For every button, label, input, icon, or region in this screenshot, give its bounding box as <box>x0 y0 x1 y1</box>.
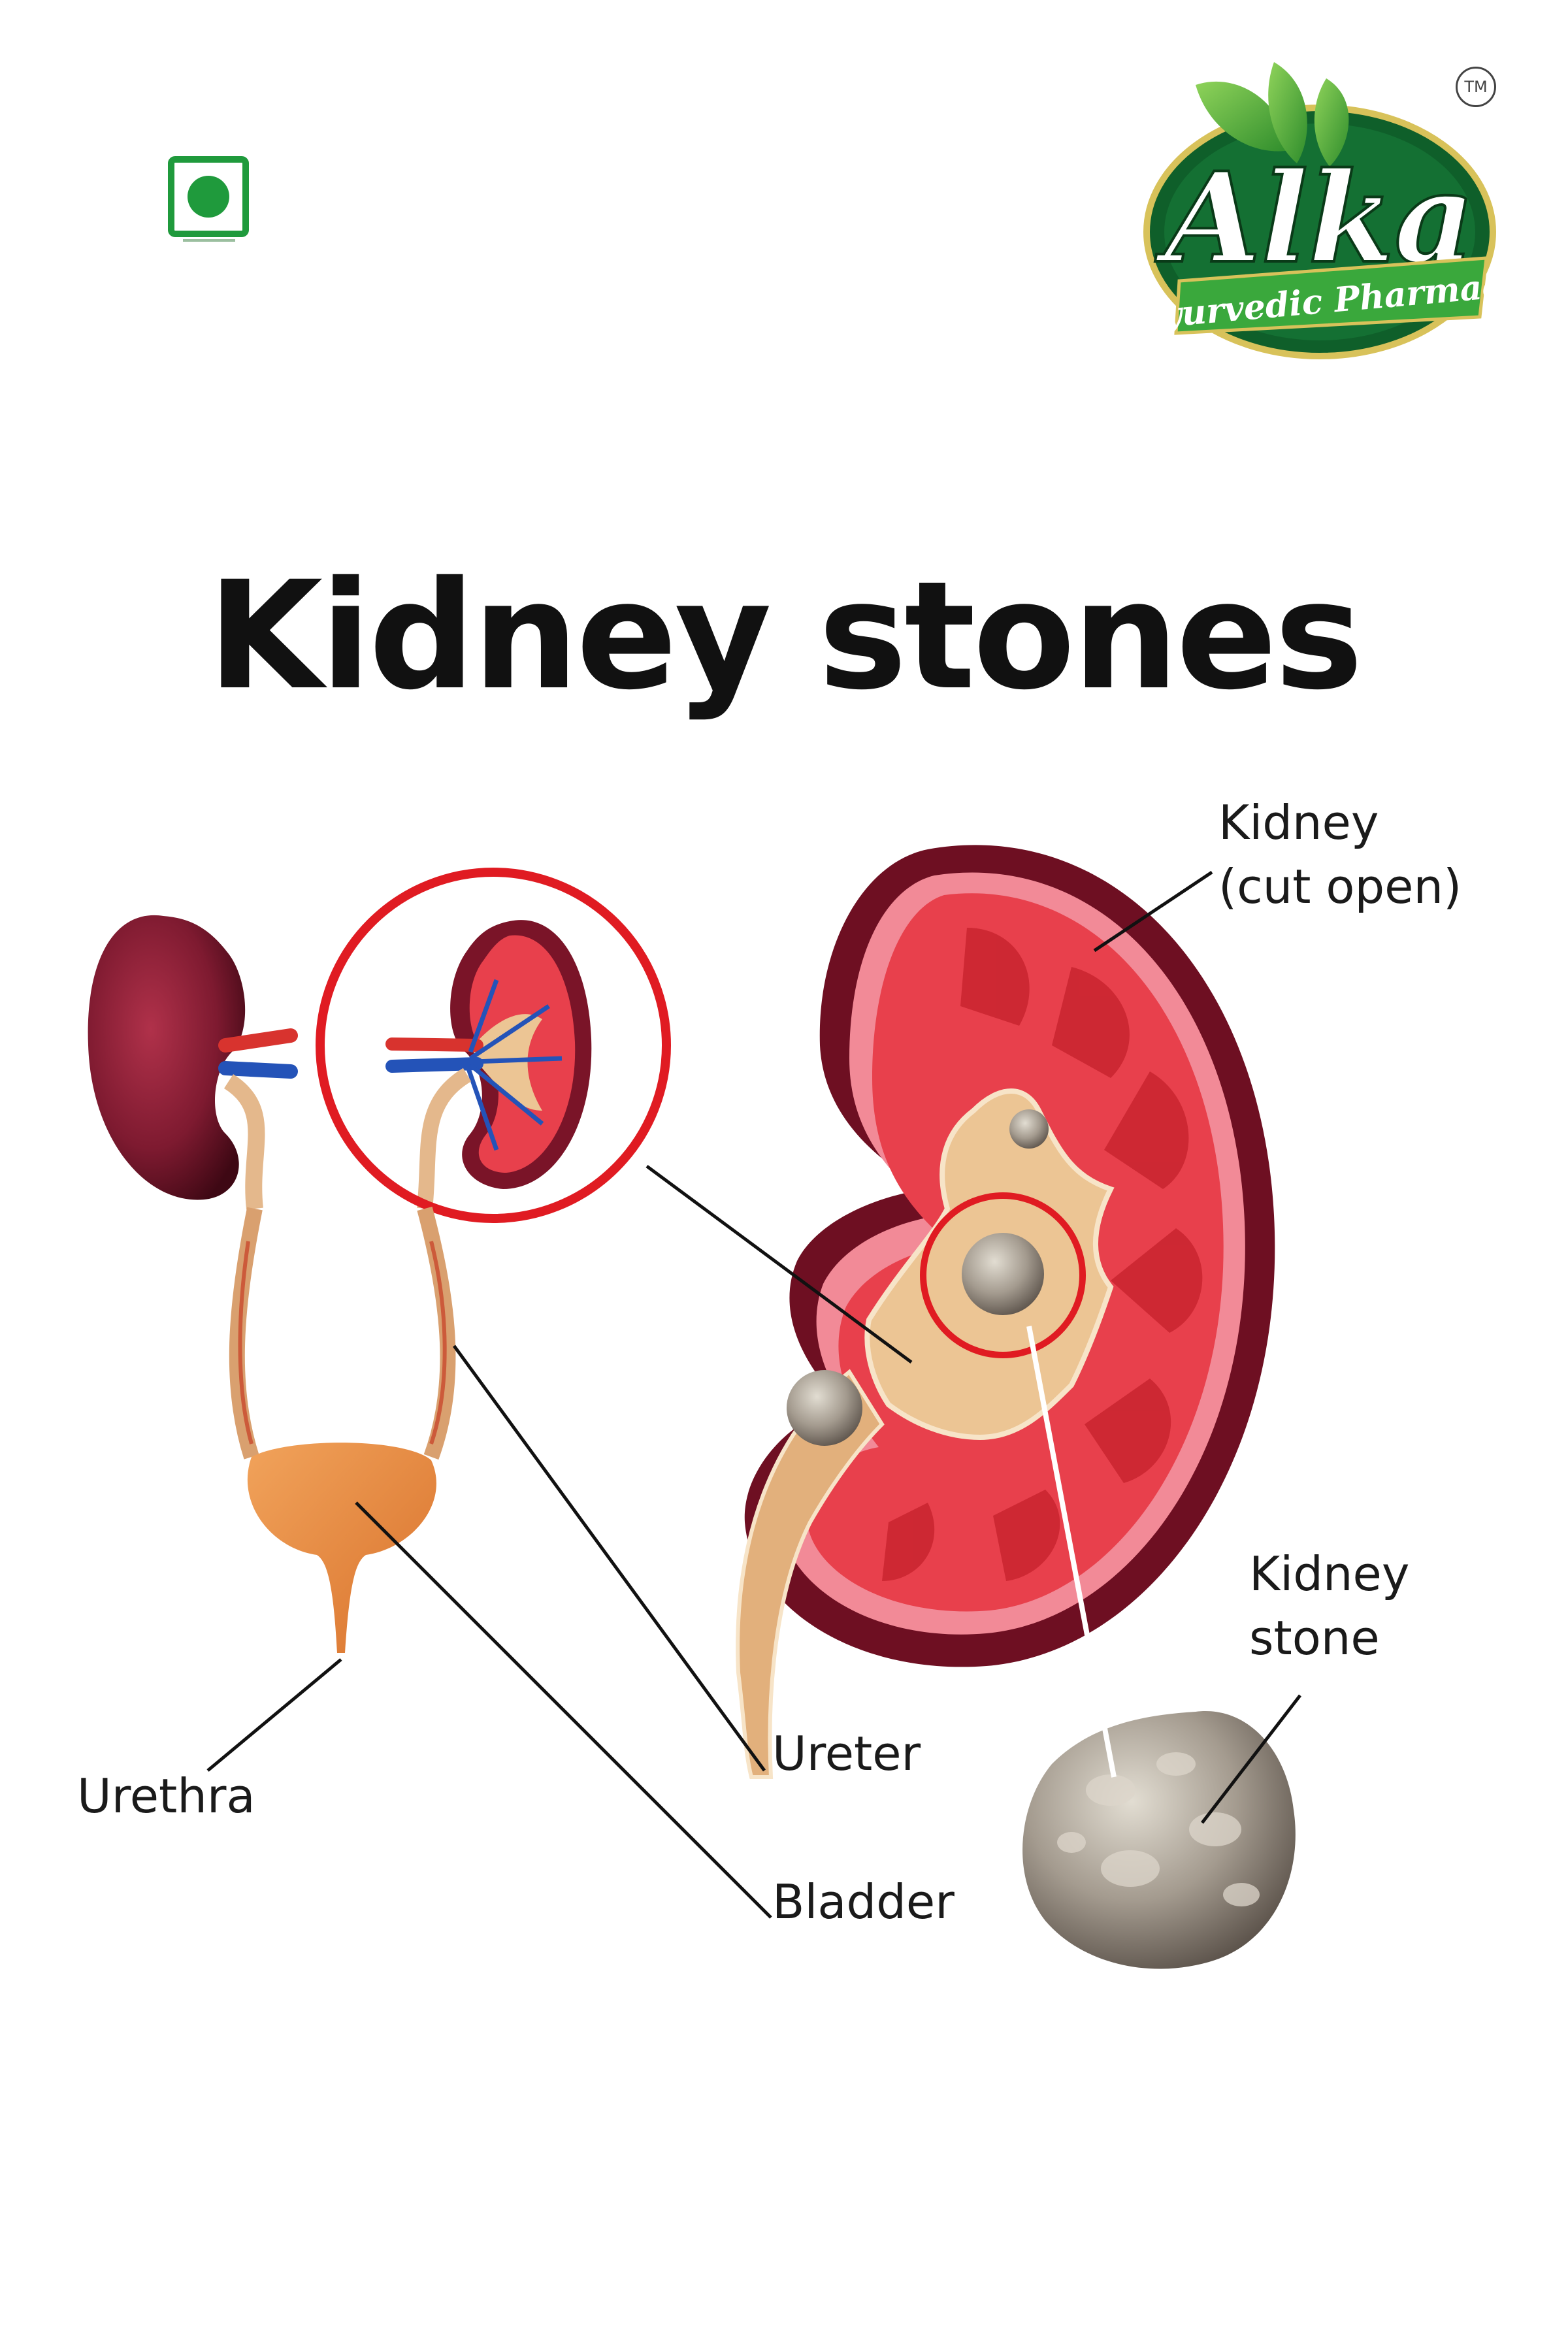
label-bladder: Bladder <box>772 1870 955 1934</box>
label-kidney-stone-line1: Kidney <box>1249 1542 1409 1606</box>
page-title: Kidney stones <box>0 549 1568 723</box>
brand-logo: Alka Ayurvedic Pharmacy <box>1132 62 1526 356</box>
veg-mark-icon <box>171 159 246 242</box>
label-kidney-stone-line2: stone <box>1249 1606 1409 1670</box>
ureters <box>237 1209 448 1457</box>
bladder <box>248 1443 436 1653</box>
label-kidney-line2: (cut open) <box>1218 855 1462 919</box>
large-kidney-stone <box>1022 1711 1296 1968</box>
label-kidney-line1: Kidney <box>1218 791 1462 855</box>
right-kidney-sectioned <box>392 920 591 1209</box>
label-kidney-cut-open: Kidney (cut open) <box>1218 791 1462 919</box>
label-kidney-stone: Kidney stone <box>1249 1542 1409 1670</box>
label-ureter: Ureter <box>772 1722 921 1786</box>
left-kidney <box>88 915 291 1209</box>
trademark-badge: TM <box>1456 67 1496 107</box>
label-urethra: Urethra <box>77 1764 255 1828</box>
